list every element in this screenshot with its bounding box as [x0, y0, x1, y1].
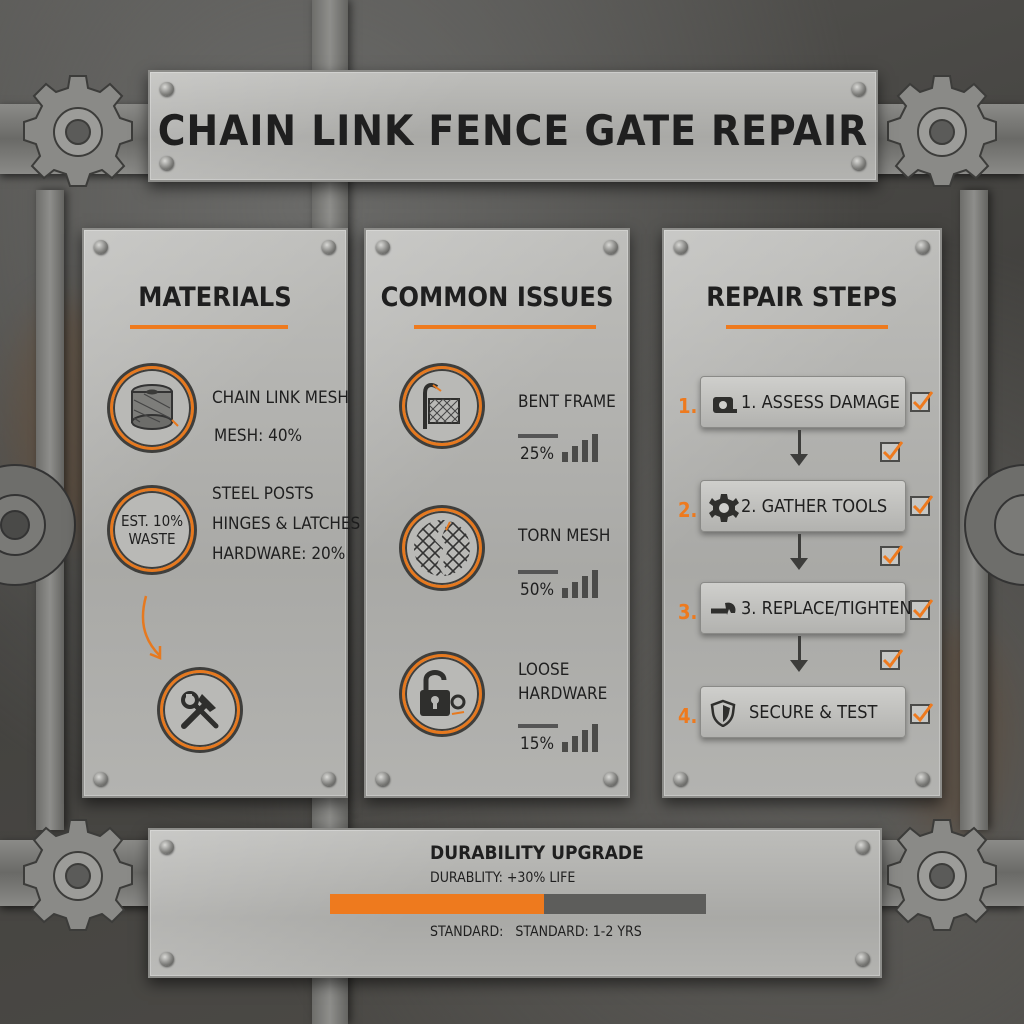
rivet [160, 840, 174, 854]
waste-line2: WASTE [128, 530, 176, 548]
gear-icon [0, 430, 80, 620]
rivet [856, 952, 870, 966]
heading-underline [726, 325, 888, 329]
gear-icon [20, 818, 136, 934]
signal-bars-icon [562, 434, 598, 462]
rivet [604, 240, 618, 254]
step-number: 2. [678, 498, 698, 522]
step-number: 4. [678, 704, 698, 728]
tools-icon [160, 670, 240, 750]
material-mesh-share: MESH: 40% [214, 426, 303, 446]
step-checkbox[interactable] [910, 495, 934, 516]
issue-line [518, 570, 558, 574]
torn-mesh-icon [402, 508, 482, 588]
gear-icon [709, 493, 739, 522]
gear-icon [884, 818, 1000, 934]
bent-frame-icon [402, 366, 482, 446]
durability-progress-bar [330, 894, 706, 914]
page-title: CHAIN LINK FENCE GATE REPAIR [157, 106, 869, 155]
materials-heading: MATERIALS [138, 282, 292, 313]
issue-label: TORN MESH [518, 526, 611, 546]
rivet [160, 156, 174, 170]
flow-arrow [790, 430, 808, 466]
rivet [604, 772, 618, 786]
padlock-icon [402, 654, 482, 734]
rivet [852, 156, 866, 170]
issue-line [518, 434, 558, 438]
rivet [674, 772, 688, 786]
step-label: 1. ASSESS DAMAGE [741, 392, 900, 413]
issue-percent: 15% [520, 734, 554, 754]
rivet [852, 82, 866, 96]
materials-panel: MATERIALS CHAIN LINK MESH MESH: 40% EST.… [82, 228, 360, 798]
rivet [322, 240, 336, 254]
issue-label-line2: HARDWARE [518, 684, 608, 704]
gear-icon [960, 430, 1024, 620]
issue-percent: 25% [520, 444, 554, 464]
tape-measure-icon [709, 389, 737, 417]
rivet [916, 240, 930, 254]
arrow-icon [136, 594, 176, 668]
rivet [376, 772, 390, 786]
flow-arrow [790, 636, 808, 672]
step-gather-tools[interactable]: 2. GATHER TOOLS [700, 480, 906, 532]
step-checkbox[interactable] [910, 599, 934, 620]
material-steel-posts: STEEL POSTS [212, 484, 314, 504]
issues-heading: COMMON ISSUES [380, 282, 614, 313]
step-assess-damage[interactable]: 1. ASSESS DAMAGE [700, 376, 906, 428]
signal-bars-icon [562, 570, 598, 598]
title-plate: CHAIN LINK FENCE GATE REPAIR [148, 70, 878, 182]
durability-footer: STANDARD: STANDARD: 1-2 YRS [430, 924, 642, 940]
step-label: 3. REPLACE/TIGHTEN [741, 598, 912, 619]
gear-icon [884, 74, 1000, 190]
material-chain-link-mesh: CHAIN LINK MESH [212, 388, 349, 408]
shield-icon [709, 699, 737, 728]
issue-line [518, 724, 558, 728]
issue-percent: 50% [520, 580, 554, 600]
step-checkbox[interactable] [910, 391, 934, 412]
waste-line1: EST. 10% [120, 512, 184, 530]
rivet [674, 240, 688, 254]
issue-label: BENT FRAME [518, 392, 616, 412]
step-replace-tighten[interactable]: 3. REPLACE/TIGHTEN [700, 582, 912, 634]
step-secure-test[interactable]: SECURE & TEST [700, 686, 906, 738]
waste-badge: EST. 10% WASTE [110, 488, 194, 572]
signal-bars-icon [562, 724, 598, 752]
rivet [322, 772, 336, 786]
durability-progress-fill [330, 894, 545, 914]
step-number: 1. [678, 394, 698, 418]
step-checkbox[interactable] [880, 649, 904, 670]
flow-arrow [790, 534, 808, 570]
repair-panel: REPAIR STEPS 1. 1. ASSESS DAMAGE 2. 2. G… [662, 228, 942, 798]
gear-icon [20, 74, 136, 190]
rivet [160, 952, 174, 966]
mesh-roll-icon [110, 366, 194, 450]
material-hardware-share: HARDWARE: 20% [212, 544, 346, 564]
rivet [916, 772, 930, 786]
step-checkbox[interactable] [880, 545, 904, 566]
heading-underline [130, 325, 288, 329]
rivet [160, 82, 174, 96]
issues-panel: COMMON ISSUES BENT FRAME 25% TORN MESH 5… [364, 228, 630, 798]
durability-subline: DURABLITY: +30% LIFE [430, 870, 576, 886]
durability-heading: DURABILITY UPGRADE [430, 842, 644, 864]
issue-label: LOOSE [518, 660, 570, 680]
step-label: 2. GATHER TOOLS [741, 496, 888, 517]
step-checkbox[interactable] [880, 441, 904, 462]
step-number: 3. [678, 600, 698, 624]
wrench-icon [709, 595, 737, 623]
rivet [376, 240, 390, 254]
rivet [856, 840, 870, 854]
durability-plate: DURABILITY UPGRADE DURABLITY: +30% LIFE … [148, 828, 882, 978]
heading-underline [414, 325, 596, 329]
rivet [94, 772, 108, 786]
step-checkbox[interactable] [910, 703, 934, 724]
material-hinges: HINGES & LATCHES [212, 514, 361, 534]
repair-heading: REPAIR STEPS [706, 282, 898, 313]
step-label: SECURE & TEST [749, 702, 878, 723]
rivet [94, 240, 108, 254]
